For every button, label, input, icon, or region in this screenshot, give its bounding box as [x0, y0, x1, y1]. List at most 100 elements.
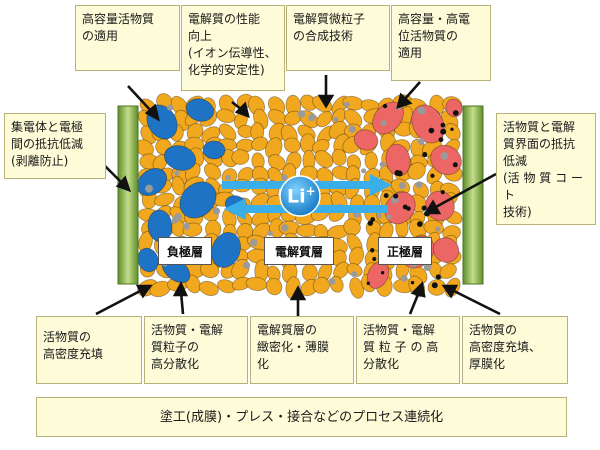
coating-particle: [367, 220, 374, 226]
electrolyte-layer-label: 電解質層: [264, 237, 334, 265]
conductive-particle: [440, 152, 449, 160]
electrolyte-particle: [444, 123, 461, 141]
note-high-density-filling: 活物質の 高密度充填: [36, 316, 142, 384]
coating-particle: [383, 193, 389, 199]
conductive-particle: [379, 161, 386, 168]
callout-arrow-head: [423, 199, 442, 215]
electrolyte-particle: [198, 280, 219, 297]
negative-particle: [202, 140, 226, 160]
coating-particle: [431, 282, 438, 289]
coating-particle: [438, 137, 444, 143]
electrolyte-particle: [171, 175, 185, 196]
conductive-particle: [417, 106, 425, 115]
positive-current-collector: [462, 105, 484, 285]
positive-particle: [430, 144, 462, 176]
coating-particle: [450, 127, 454, 132]
coating-particle: [410, 280, 415, 285]
conductive-particle: [308, 113, 316, 122]
electrolyte-particle: [407, 162, 426, 180]
coating-particle: [422, 152, 428, 158]
coating-particle: [370, 217, 375, 222]
negative-current-collector: [117, 105, 139, 285]
conductive-particle: [376, 212, 383, 219]
conductive-particle: [398, 181, 406, 190]
conductive-particle: [242, 261, 251, 269]
negative-particle: [137, 247, 159, 273]
conductive-particle: [380, 120, 387, 127]
electrolyte-particle: [219, 123, 237, 141]
coating-particle: [440, 128, 447, 135]
conductive-particle: [435, 226, 441, 232]
electrolyte-particle: [314, 150, 334, 168]
conductive-particle: [297, 110, 306, 118]
callout-arrow-head: [234, 101, 250, 119]
negative-particle: [179, 181, 217, 219]
note-high-capacity-active-material: 高容量活物質 の適用: [75, 5, 180, 71]
conductive-particle: [400, 274, 408, 282]
coating-particle: [440, 190, 445, 195]
conductive-particle: [386, 214, 392, 220]
callout-arrow: [95, 288, 143, 316]
conductive-particle: [348, 125, 356, 133]
callout-arrow: [403, 81, 421, 101]
coating-particle: [421, 205, 427, 211]
coating-particle: [430, 173, 435, 178]
negative-active-material-particles: [136, 98, 248, 284]
callout-arrow-head: [289, 285, 307, 301]
ion-symbol: Li: [287, 185, 306, 208]
callout-arrows: [95, 75, 501, 318]
negative-particle: [163, 145, 197, 171]
coating-particle: [416, 221, 423, 227]
conductive-particle: [351, 271, 358, 278]
callout-arrow: [408, 291, 421, 315]
conductive-particle: [281, 224, 289, 232]
coating-particles: [366, 103, 459, 289]
conductive-particle: [343, 101, 350, 108]
positive-particle: [353, 129, 379, 151]
negative-particle: [136, 168, 168, 196]
electrolyte-particle: [344, 109, 363, 128]
callout-arrow-head: [144, 103, 160, 122]
note-electrolyte-particle-synthesis: 電解質微粒子 の合成技術: [286, 5, 390, 71]
lithium-ion-label: Li+: [287, 184, 316, 207]
conductive-particle: [174, 170, 180, 176]
electrolyte-particle: [343, 218, 361, 236]
conductive-particle: [167, 104, 174, 111]
coating-particle: [372, 256, 377, 262]
callout-arrow: [103, 164, 124, 185]
electrolyte-particle: [364, 151, 378, 170]
note-particle-dispersion-positive: 活物質・電解 質 粒 子 の 高 分散化: [356, 316, 460, 384]
coating-particle: [452, 162, 458, 168]
electrolyte-particle: [231, 149, 250, 165]
note-electrolyte-performance: 電解質の性能 向上 (イオン伝導性、 化学的安定性): [181, 5, 285, 91]
callout-arrow-head: [317, 94, 335, 109]
electrolyte-particle: [283, 137, 301, 154]
note-high-potential-active-material: 高容量・高電 位活物質の 適用: [391, 5, 491, 81]
callout-arrow-head: [172, 281, 189, 297]
coating-particle: [366, 281, 370, 285]
positive-layer-label: 正極層: [378, 237, 432, 265]
conductive-particle: [361, 168, 367, 174]
positive-particle: [432, 237, 460, 263]
note-particle-dispersion-negative: 活物質・電解 質粒子の 高分散化: [144, 316, 248, 384]
electrolyte-particle: [316, 111, 333, 128]
callout-arrow: [433, 172, 497, 210]
conductive-particle: [333, 116, 339, 122]
conductive-particle: [415, 181, 423, 189]
ion-charge: +: [305, 184, 316, 198]
coating-particle: [382, 103, 388, 109]
negative-particle: [185, 98, 215, 122]
coating-particle: [393, 193, 399, 199]
ion-flow-left-arrow: [224, 198, 388, 220]
conductive-particle: [417, 138, 425, 145]
conductive-particle: [171, 217, 179, 224]
note-continuous-process: 塗工(成膜)・プレス・接合などのプロセス連続化: [36, 397, 567, 437]
coating-particle: [428, 127, 435, 134]
callout-arrow-head: [441, 284, 459, 299]
coating-particle: [452, 110, 459, 116]
negative-particle: [211, 232, 241, 268]
electrolyte-particle: [301, 263, 318, 282]
conductive-particle: [182, 222, 190, 230]
conductive-particle: [212, 207, 221, 215]
